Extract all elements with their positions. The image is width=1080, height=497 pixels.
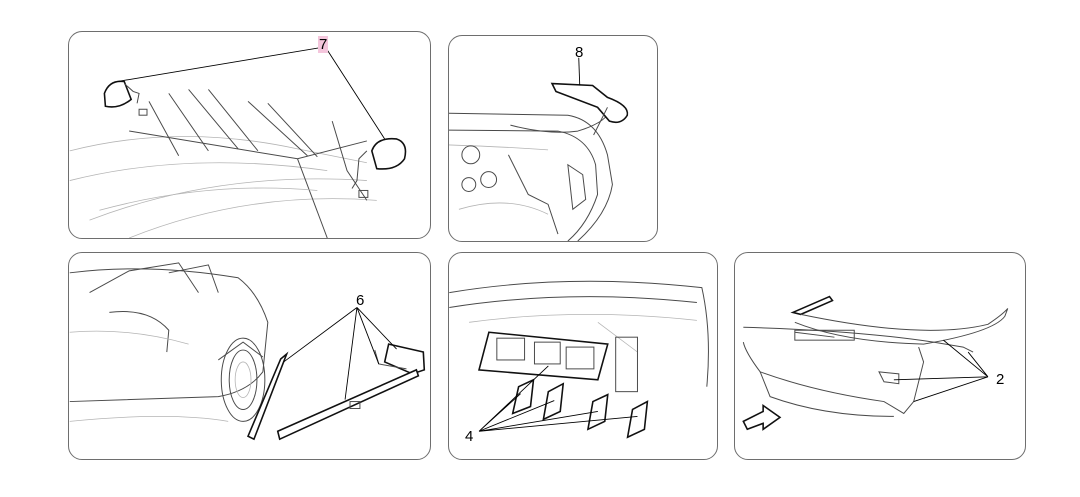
panel-mirrors[interactable]: 7 bbox=[68, 31, 431, 239]
callout-7: 7 bbox=[318, 36, 329, 53]
callout-6: 6 bbox=[356, 292, 365, 309]
mirrors-illustration bbox=[69, 46, 407, 238]
callout-8: 8 bbox=[575, 44, 584, 61]
trunk-seals-illustration bbox=[742, 295, 1009, 431]
panel-side-seals[interactable]: 6 bbox=[68, 252, 431, 460]
panel-gaskets[interactable]: 4 bbox=[448, 252, 718, 460]
panel-trunk-seals[interactable]: 2 bbox=[734, 252, 1026, 460]
panel-trunk-handle[interactable]: 8 bbox=[448, 35, 658, 242]
trunk-handle-illustration bbox=[449, 57, 629, 241]
callout-2: 2 bbox=[996, 371, 1005, 388]
gaskets-illustration bbox=[449, 280, 709, 439]
callout-4: 4 bbox=[465, 428, 474, 445]
side-seals-illustration bbox=[69, 262, 426, 441]
